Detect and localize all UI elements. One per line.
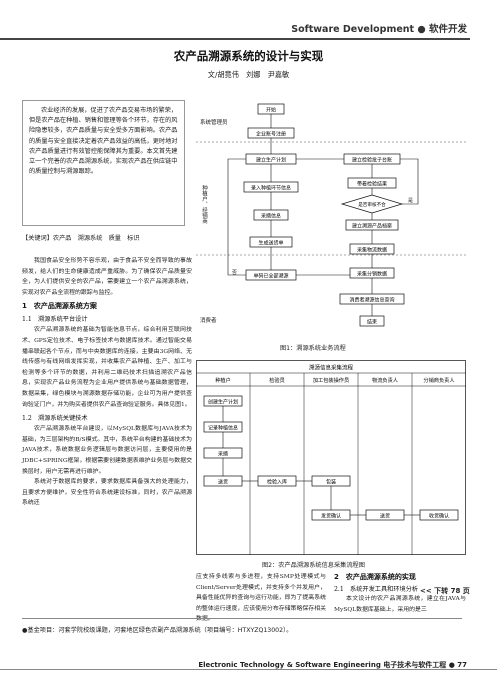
fig2-node-ship-confirm: 发货确认	[311, 509, 351, 521]
fig2-node-deliver: 送货	[203, 475, 243, 487]
fig2-node-pack-label: 包装	[326, 479, 336, 486]
subsection-2-1-heading: 2.1 系统开发工具和环境分析	[334, 586, 419, 593]
fig1-node-generate: 生成送货单	[249, 236, 293, 248]
fig1-node-r6-label: 采集分销数据	[357, 271, 387, 278]
fig2-node-inspect: 检验入库	[257, 475, 297, 487]
fig2-col-inspector: 检验员	[269, 376, 285, 384]
keywords: 【关键词】农产品 溯源系统 质量 标识	[22, 235, 140, 242]
paragraph-2-1: 本文设计的农产品溯源系统，建立在JAVA与MySQL数据库基础上，采用的是三	[334, 596, 466, 613]
page-footer: Electronic Technology & Software Enginee…	[198, 661, 467, 669]
abstract-box: 农业经济的发展，促进了农产品交易市场的繁荣，但是农产品在种植、销售和管理等各个环…	[22, 100, 185, 226]
fig1-node-r4: 建立溯源产品档案	[345, 219, 399, 231]
fig2-node-harvest-label: 采摘	[218, 451, 228, 458]
column-3: 2 农产品溯源系统的实现 2.1 系统开发工具和环境分析 本文设计的农产品溯源系…	[334, 572, 466, 615]
header-text: Software Development ● 软件开发	[291, 24, 467, 35]
fig1-node-create: 建立生产计划	[245, 153, 297, 165]
paragraph-col2: 应支持多线索与多进程，支持SMP处理模式与Client/Server处理模式，并…	[196, 574, 326, 623]
fig1-node-r1: 建立检验批子台账	[343, 153, 401, 165]
header-rule	[0, 38, 470, 40]
fig2-connectors	[222, 406, 420, 516]
fig1-no-label: 否	[232, 270, 237, 276]
fig1-node-r1-label: 建立检验批子台账	[352, 157, 392, 164]
fig2-node-record-label: 记录种植信息	[208, 425, 238, 432]
fig2-node-receive: 收货确认	[419, 509, 459, 521]
fig2-col-distributor: 分销商负责人	[423, 376, 454, 384]
fig1-node-r3-label: 是否审核不合	[358, 201, 386, 208]
fig2-node-plan: 创建生产计划	[203, 395, 243, 407]
fig1-node-r7-label: 消费者溯源信息查询	[349, 297, 394, 304]
section-1-heading: 1 农产品溯源系统方案	[22, 302, 97, 311]
fig1-node-record-label: 录入种植环节信息	[251, 185, 291, 192]
fig2-node-transport: 送货	[365, 509, 405, 521]
fig1-node-start: 开始	[257, 103, 285, 115]
fig2-node-ship-confirm-label: 发货确认	[321, 513, 341, 520]
fig2-node-inspect-label: 检验入库	[267, 479, 287, 486]
fig1-node-record: 录入种植环节信息	[243, 181, 299, 193]
subsection-1-2-heading: 1.2 溯源系统关键技术	[22, 415, 88, 423]
figure-2-caption: 图2：农产品溯源系统信息采集流程图	[262, 562, 365, 569]
fig1-label-grower: 种植户、经销商	[201, 184, 208, 225]
column-1: 我国食品安全形势不容乐观，由于食品不安全而导致的事故频发，给人们的生命健康造成严…	[22, 256, 192, 509]
fig1-node-query-label: 单码已全部溯源	[253, 273, 288, 280]
footnote: ●基金项目：河套学院校级课题，河套地区绿色农副产品溯源系统（项目编号：HTXYZ…	[22, 627, 293, 634]
fig1-node-end-label: 结束	[367, 319, 377, 326]
continued-note: << 下转 78 页	[420, 587, 470, 595]
footnote-rule	[22, 618, 462, 619]
fig1-node-harvest-label: 采摘信息	[261, 213, 281, 220]
fig1-label-consumer: 消费者	[200, 316, 217, 324]
fig2-col-logistics: 物流负责人	[372, 376, 398, 384]
fig1-node-create-label: 建立生产计划	[256, 157, 286, 164]
fig1-node-r2-label: 带着检验结果	[357, 181, 387, 188]
fig2-node-pack: 包装	[311, 475, 351, 487]
fig2-node-plan-label: 创建生产计划	[208, 399, 238, 406]
subsection-1-1-heading: 1.1 溯源系统平台设计	[22, 316, 88, 324]
fig1-node-r4-label: 建立溯源产品档案	[352, 223, 392, 230]
fig1-node-start-label: 开始	[266, 107, 276, 114]
fig2-node-deliver-label: 送货	[218, 479, 228, 486]
fig2-col-packer: 加工包装操作员	[313, 376, 349, 384]
figure-1-caption: 图1：溯源系统业务流程	[280, 345, 346, 352]
fig2-node-record: 记录种植信息	[203, 421, 243, 433]
fig1-node-r5-label: 采集物流数据	[357, 247, 387, 254]
fig1-node-generate-label: 生成送货单	[258, 240, 283, 247]
fig1-connectors	[227, 114, 419, 316]
fig1-node-harvest: 采摘信息	[253, 209, 289, 221]
fig1-node-r5: 采集物流数据	[349, 243, 395, 255]
fig2-col-grower: 种植户	[215, 376, 231, 384]
fig2-node-harvest: 采摘	[203, 447, 243, 459]
paragraph-1-1: 农产品溯源系统的基础为智能信息节点，综合利用互联网技术、GPS定位技术、电子标签…	[22, 327, 192, 408]
fig2-node-transport-label: 送货	[380, 513, 390, 520]
fig2-title: 溯源信息采集流程	[309, 364, 354, 372]
column-2: 应支持多线索与多进程，支持SMP处理模式与Client/Server处理模式，并…	[196, 572, 326, 625]
figure-1-flowchart: 系统管理员 种植户、经销商 消费者 开始 企业账号注册 建立生产计划 录入种植环…	[196, 103, 466, 327]
intro-paragraph: 我国食品安全形势不容乐观，由于食品不安全而导致的事故频发，给人们的生命健康造成严…	[22, 258, 192, 296]
article-title: 农产品溯源系统的设计与实现	[173, 49, 324, 63]
fig1-node-r2: 带着检验结果	[347, 177, 397, 189]
fig1-node-login-label: 企业账号注册	[256, 131, 286, 138]
section-2-heading: 2 农产品溯源系统的实现	[334, 573, 416, 581]
fig1-node-r7: 消费者溯源信息查询	[339, 293, 405, 305]
fig1-node-end: 结束	[359, 315, 385, 327]
fig1-node-r3: 是否审核不合	[340, 194, 404, 214]
paragraph-1-2: 农产品溯源系统平台建设，以MySQL数据库与JAVA技术为基础，为三层架构的B/…	[22, 426, 192, 475]
abstract-text: 农业经济的发展，促进了农产品交易市场的繁荣，但是农产品在种植、销售和管理等各个环…	[29, 107, 178, 176]
fig2-node-receive-label: 收货确认	[429, 513, 449, 520]
fig1-node-login: 企业账号注册	[247, 127, 295, 139]
article-authors: 文/胡竟伟 刘娜 尹嘉敏	[207, 70, 290, 79]
fig1-label-admin: 系统管理员	[200, 118, 228, 126]
fig1-node-r6: 采集分销数据	[349, 267, 395, 279]
footer-rule	[0, 669, 497, 670]
fig1-yes-label: 是	[408, 198, 413, 204]
fig1-node-query: 单码已全部溯源	[245, 269, 297, 281]
page-header: Software Development ● 软件开发	[0, 0, 497, 44]
paragraph-1-3: 系统对于数据库的要求，要求数据库具备强大的处理能力，且要求方便维护，安全性符合系…	[22, 479, 192, 507]
figure-2-swimlane: 溯源信息采集流程 种植户 检验员 加工包装操作员 物流负责人 分销商负责人 创建…	[196, 360, 466, 555]
